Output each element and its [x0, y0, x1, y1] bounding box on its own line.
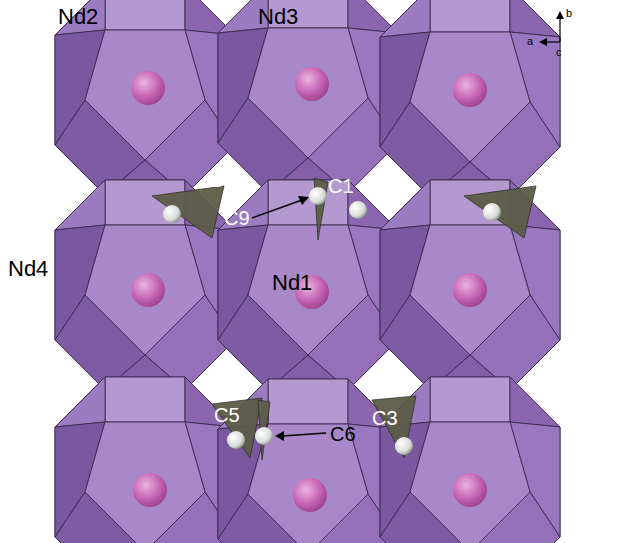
atom-label: Nd3: [258, 6, 298, 28]
atom-label: Nd1: [272, 272, 312, 294]
atom-label: Nd2: [58, 6, 98, 28]
atom-label: Nd4: [8, 258, 48, 280]
axis-label: c: [556, 47, 562, 58]
axis-label: a: [527, 36, 533, 47]
atom-label: C6: [330, 424, 356, 444]
atom-label: C5: [214, 405, 240, 425]
atom-label: C3: [372, 408, 398, 428]
atom-label: C9: [224, 208, 250, 228]
axis-label: b: [566, 8, 572, 19]
atom-label: C9: [210, 170, 236, 190]
atom-label: C1: [328, 176, 354, 196]
